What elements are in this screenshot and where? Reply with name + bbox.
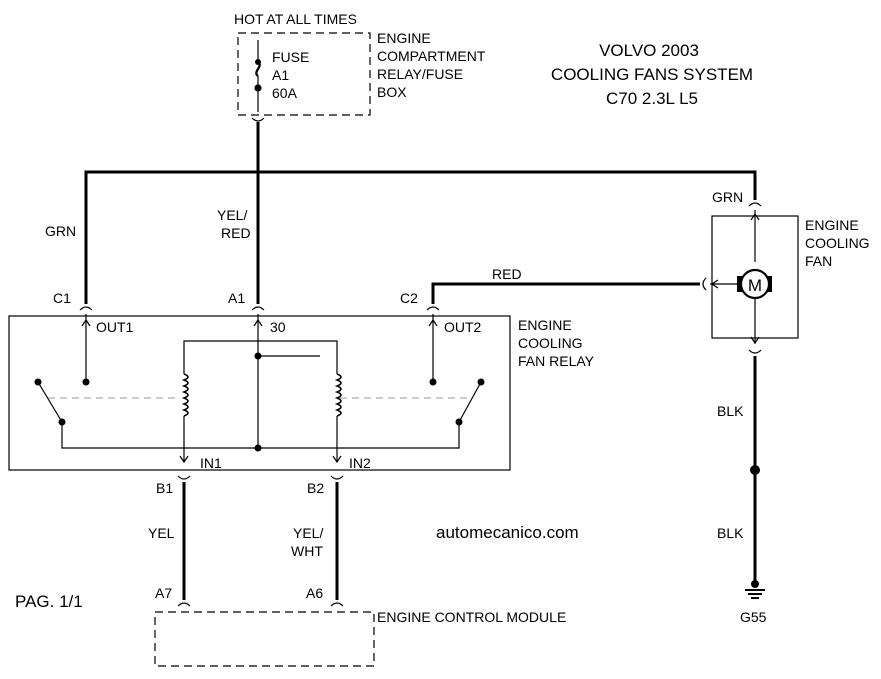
wire-red [431,282,700,304]
fuse-box-outline [237,32,371,116]
pin-a1-label: A1 [228,290,245,306]
fan-label-2: COOLING [805,235,870,251]
connector-a6 [330,602,344,607]
wire-label-grn-right: GRN [712,189,743,205]
splice-blk [750,465,760,475]
relay-30-arrow [253,318,263,327]
fan-arrow-top [750,212,760,221]
hot-at-all-times-label: HOT AT ALL TIMES [234,11,357,27]
ground-terminal [751,580,759,588]
pin-c2-label: C2 [400,290,418,306]
relay-in2-arrow [332,455,342,464]
wire-label-red: RED [492,266,522,282]
wire-label-grn-left: GRN [45,223,76,239]
connector-c2 [426,306,440,311]
ground-label: G55 [740,609,767,625]
relay-label-3: FAN RELAY [518,353,595,369]
motor-brush-left [737,276,742,292]
connector-a7 [177,602,191,607]
fuse-number-label: A1 [272,67,289,83]
relay-coil-supply [183,340,338,374]
wire-label-yel-red-2: RED [221,225,251,241]
connector-fan-grn [748,202,762,207]
pin-out2-label: OUT2 [444,319,482,335]
connector-fuse-out [251,117,265,122]
connector-fan-blk [748,349,762,354]
wire-label-yel: YEL [148,525,175,541]
pin-30-label: 30 [270,319,286,335]
fuse-box-label-4: BOX [377,84,407,100]
connector-a1 [251,306,265,311]
relay-box [8,315,511,471]
ecm-label: ENGINE CONTROL MODULE [377,609,566,625]
motor-symbol: M [748,276,762,295]
relay-switch2-blade [458,381,482,423]
fan-label-1: ENGINE [805,217,859,233]
fuse-box-label-3: RELAY/FUSE [377,66,463,82]
pin-c1-label: C1 [53,290,71,306]
wire-grn [84,170,757,304]
relay-label-2: COOLING [518,335,583,351]
wire-label-blk-upper: BLK [717,403,744,419]
title-line-3: C70 2.3L L5 [606,89,698,108]
ecm-box [154,611,375,667]
wire-label-yel-wht-1: YEL/ [293,525,323,541]
relay-out2-contact [429,378,437,386]
fan-arrow-side [710,279,719,289]
relay-label-1: ENGINE [518,317,572,333]
connector-b1 [177,475,191,480]
fuse-terminal-top [255,59,261,65]
relay-out2-arrow [428,318,438,327]
pin-a7-label: A7 [155,585,172,601]
title-line-1: VOLVO 2003 [599,41,699,60]
pin-b2-label: B2 [307,480,324,496]
fan-arrow-bottom [750,336,760,345]
relay-coil1-icon [181,373,189,417]
fuse-box-label-2: COMPARTMENT [377,48,486,64]
fuse-label: FUSE [272,49,309,65]
wire-label-yel-wht-2: WHT [291,543,323,559]
pin-out1-label: OUT1 [96,319,134,335]
pin-in2-label: IN2 [349,455,371,471]
pin-a6-label: A6 [306,585,323,601]
fan-label-3: FAN [805,253,832,269]
connector-c1 [79,306,93,311]
fuse-box-label-1: ENGINE [377,30,431,46]
relay-switch1-blade [37,381,63,423]
relay-out1-contact [82,378,90,386]
watermark: automecanico.com [436,523,579,542]
title-line-2: COOLING FANS SYSTEM [551,65,753,84]
connector-fan-red [702,277,707,291]
fuse-rating-label: 60A [272,85,298,101]
wire-label-blk-lower: BLK [717,525,744,541]
relay-out1-arrow [81,318,91,327]
pin-b1-label: B1 [156,480,173,496]
relay-coil2-icon [334,373,342,417]
relay-in1-arrow [179,455,189,464]
wire-label-yel-red-1: YEL/ [217,207,247,223]
pin-in1-label: IN1 [200,455,222,471]
connector-b2 [330,475,344,480]
page-label: PAG. 1/1 [15,592,83,611]
relay-common-bus [61,422,460,449]
